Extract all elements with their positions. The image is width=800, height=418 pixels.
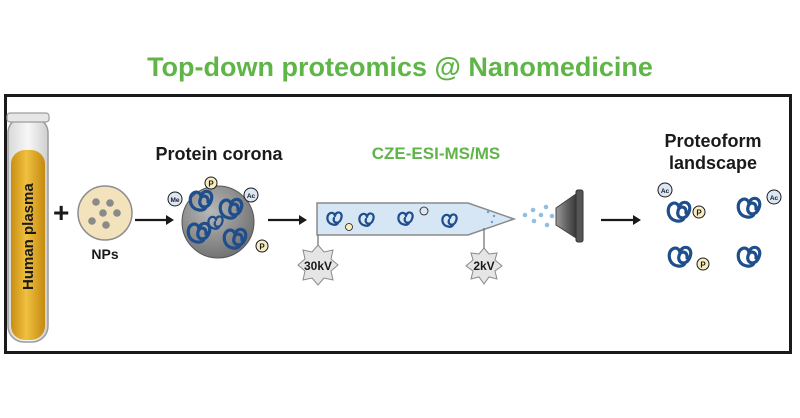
acetyl-tag: Ac: [661, 188, 670, 195]
protein-corona-label: Protein corona: [155, 144, 283, 164]
voltage-high-label: 30kV: [304, 259, 332, 273]
arrow-3: [601, 215, 641, 225]
acetyl-tag: Ac: [770, 195, 779, 202]
phospho-tag: P: [700, 261, 706, 270]
proteoform-glyph: [667, 245, 693, 268]
ms-inlet-cone: [555, 189, 584, 243]
proteoform-label-line2: landscape: [669, 153, 757, 173]
capillary: [316, 202, 517, 236]
proteoform-glyph: [736, 245, 762, 268]
arrow-2: [268, 215, 307, 225]
phospho-tag: P: [208, 180, 214, 189]
electrode-high: 30kV: [297, 235, 339, 286]
human-plasma-label: Human plasma: [20, 183, 37, 290]
arrow-1: [135, 215, 174, 225]
proteoform-landscape: Ac P Ac P: [657, 182, 782, 271]
nanoparticles: [77, 185, 133, 241]
spray-droplets: [522, 204, 555, 228]
phospho-tag: P: [259, 243, 265, 252]
acetyl-tag: Ac: [247, 193, 256, 200]
cze-label: CZE-ESI-MS/MS: [372, 144, 500, 163]
voltage-low-label: 2kV: [473, 259, 494, 273]
methyl-tag: Me: [170, 197, 179, 204]
test-tube: [6, 112, 50, 343]
electrode-low: 2kV: [465, 228, 503, 285]
nps-label: NPs: [91, 246, 118, 262]
proteoform-glyph: [666, 200, 692, 223]
plus-sign: +: [53, 197, 69, 228]
page-title: Top-down proteomics @ Nanomedicine: [147, 52, 653, 82]
proteoform-label-line1: Proteoform: [664, 131, 761, 151]
proteoform-glyph: [736, 196, 762, 219]
protein-corona: P Me Ac P: [167, 176, 269, 259]
phospho-tag: P: [696, 209, 702, 218]
